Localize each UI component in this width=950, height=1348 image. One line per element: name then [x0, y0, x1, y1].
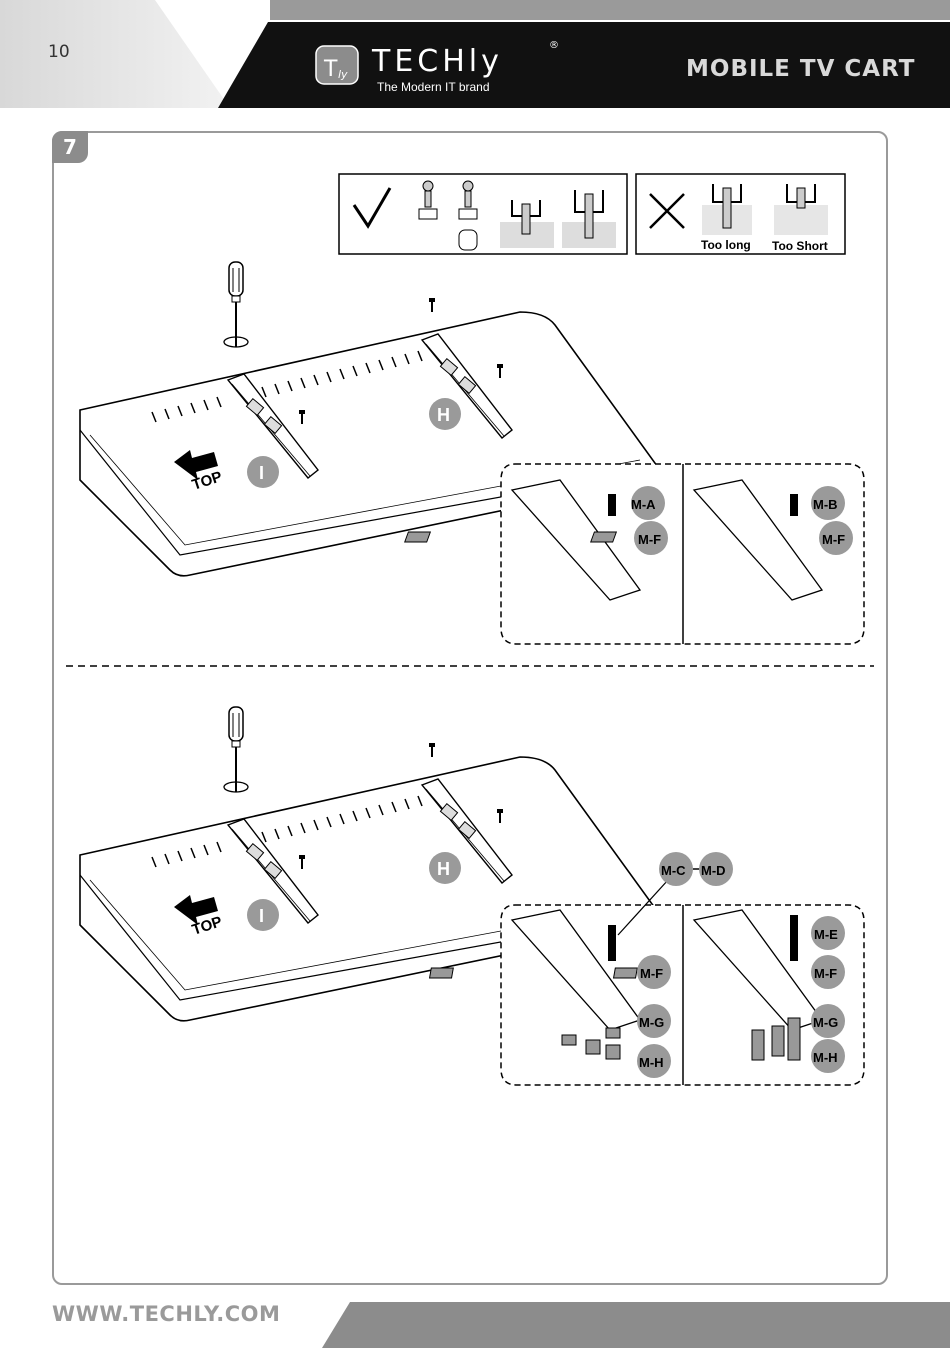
footer-url-link[interactable]: WWW.TECHLY.COM — [52, 1302, 280, 1326]
bracket-i-badge-upper: I — [247, 456, 279, 488]
svg-text:M-F: M-F — [638, 532, 661, 547]
too-short-label: Too Short — [772, 239, 828, 253]
svg-text:M-H: M-H — [813, 1050, 838, 1065]
svg-text:M-F: M-F — [822, 532, 845, 547]
svg-text:M-F: M-F — [640, 966, 663, 981]
svg-text:H: H — [437, 859, 450, 879]
bracket-i-badge-lower: I — [247, 899, 279, 931]
svg-text:M-G: M-G — [813, 1015, 838, 1030]
svg-text:M-H: M-H — [639, 1055, 664, 1070]
footer-band — [322, 1302, 950, 1348]
svg-text:H: H — [437, 405, 450, 425]
svg-text:M-E: M-E — [814, 927, 838, 942]
svg-text:M-A: M-A — [631, 497, 656, 512]
bracket-h-badge-lower: H — [429, 852, 461, 884]
svg-text:M-G: M-G — [639, 1015, 664, 1030]
svg-text:I: I — [259, 906, 264, 926]
svg-text:M-C: M-C — [661, 863, 686, 878]
too-long-label: Too long — [701, 238, 751, 252]
svg-text:M-B: M-B — [813, 497, 838, 512]
svg-text:M-D: M-D — [701, 863, 726, 878]
svg-text:M-F: M-F — [814, 966, 837, 981]
bracket-h-badge-upper: H — [429, 398, 461, 430]
correct-screw-box — [339, 174, 627, 254]
svg-text:I: I — [259, 463, 264, 483]
